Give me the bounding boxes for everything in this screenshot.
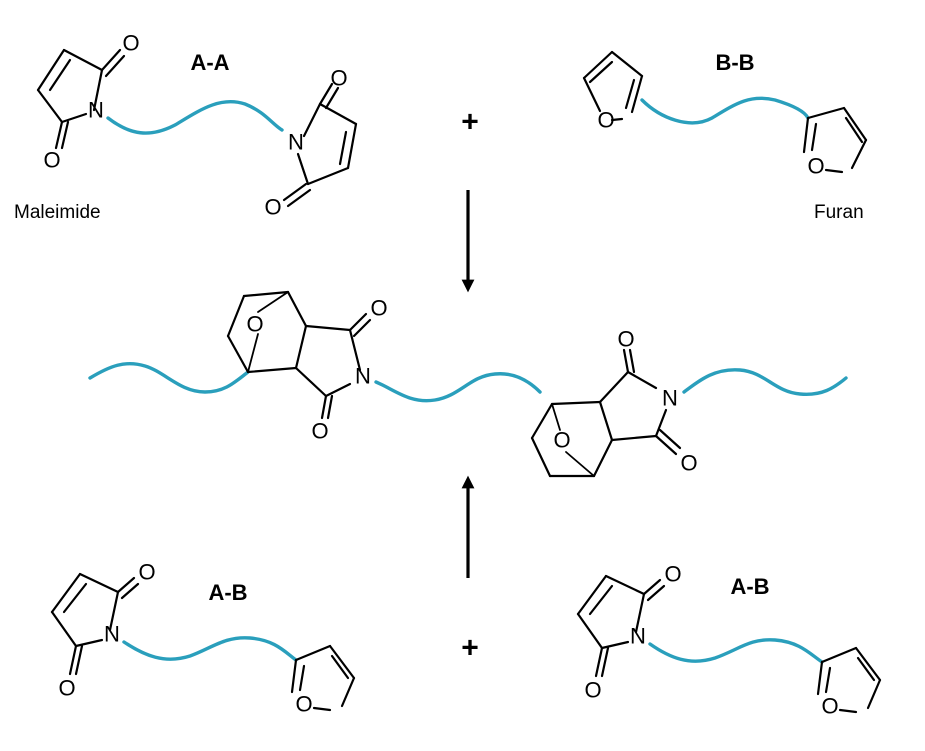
- monomer-title: B-B: [715, 50, 754, 75]
- maleimide-ring-left: N O O: [36, 31, 140, 173]
- furan-label: Furan: [814, 202, 864, 223]
- polymer-chain: [648, 638, 824, 664]
- polymer-chain: [122, 636, 298, 662]
- diels-alder-adduct-right: O N O O: [530, 327, 698, 478]
- oxygen-atom: O: [584, 678, 601, 703]
- oxygen-atom: O: [664, 562, 681, 587]
- plus-sign: +: [461, 632, 479, 665]
- oxygen-atom: O: [43, 148, 60, 173]
- nitrogen-atom: N: [630, 624, 646, 649]
- oxygen-atom: O: [330, 66, 347, 91]
- furan-ring-right: O: [802, 106, 868, 179]
- maleimide-label: Maleimide: [14, 202, 101, 223]
- polymer-chain: [682, 368, 848, 396]
- monomer-aa: N O O N O O A-A Maleimide: [14, 31, 358, 223]
- polymer-chain: [374, 372, 542, 403]
- polymer-chain: [640, 96, 810, 125]
- nitrogen-atom: N: [104, 622, 120, 647]
- plus-sign: +: [461, 106, 479, 139]
- monomer-ab-left: N O O O A-B: [50, 560, 356, 717]
- monomer-bb: O O B-B Furan: [582, 50, 868, 223]
- oxygen-atom: O: [680, 451, 697, 476]
- polymer-chain: [88, 361, 250, 394]
- maleimide-ring: N O O: [576, 562, 682, 703]
- monomer-ab-right: N O O O A-B: [576, 562, 882, 719]
- furan-ring: O: [290, 644, 356, 717]
- oxygen-atom: O: [553, 428, 570, 453]
- oxygen-atom: O: [807, 154, 824, 179]
- polymer-product: O N O O O N O O: [88, 290, 848, 478]
- oxygen-atom: O: [311, 419, 328, 444]
- monomer-title: A-B: [208, 580, 247, 605]
- furan-ring-left: O: [582, 50, 644, 133]
- monomer-title: A-A: [190, 50, 229, 75]
- oxygen-atom: O: [246, 312, 263, 337]
- oxygen-atom: O: [122, 31, 139, 56]
- maleimide-ring-right: N O O: [264, 66, 358, 220]
- oxygen-atom: O: [370, 296, 387, 321]
- polymer-chain: [106, 99, 284, 135]
- oxygen-atom: O: [821, 694, 838, 719]
- diels-alder-adduct-left: O N O O: [226, 290, 388, 444]
- furan-ring: O: [816, 646, 882, 719]
- oxygen-atom: O: [597, 108, 614, 133]
- nitrogen-atom: N: [88, 98, 104, 123]
- maleimide-ring: N O O: [50, 560, 156, 701]
- nitrogen-atom: N: [662, 386, 678, 411]
- monomer-title: A-B: [730, 574, 769, 599]
- nitrogen-atom: N: [355, 364, 371, 389]
- oxygen-atom: O: [264, 195, 281, 220]
- nitrogen-atom: N: [288, 130, 304, 155]
- oxygen-atom: O: [58, 676, 75, 701]
- oxygen-atom: O: [617, 327, 634, 352]
- oxygen-atom: O: [295, 692, 312, 717]
- oxygen-atom: O: [138, 560, 155, 585]
